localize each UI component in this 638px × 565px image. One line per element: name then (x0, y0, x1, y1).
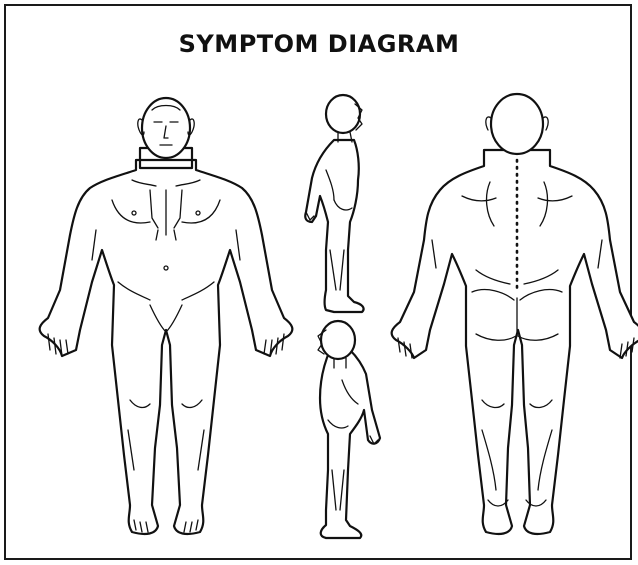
body-back-icon (0, 0, 638, 565)
